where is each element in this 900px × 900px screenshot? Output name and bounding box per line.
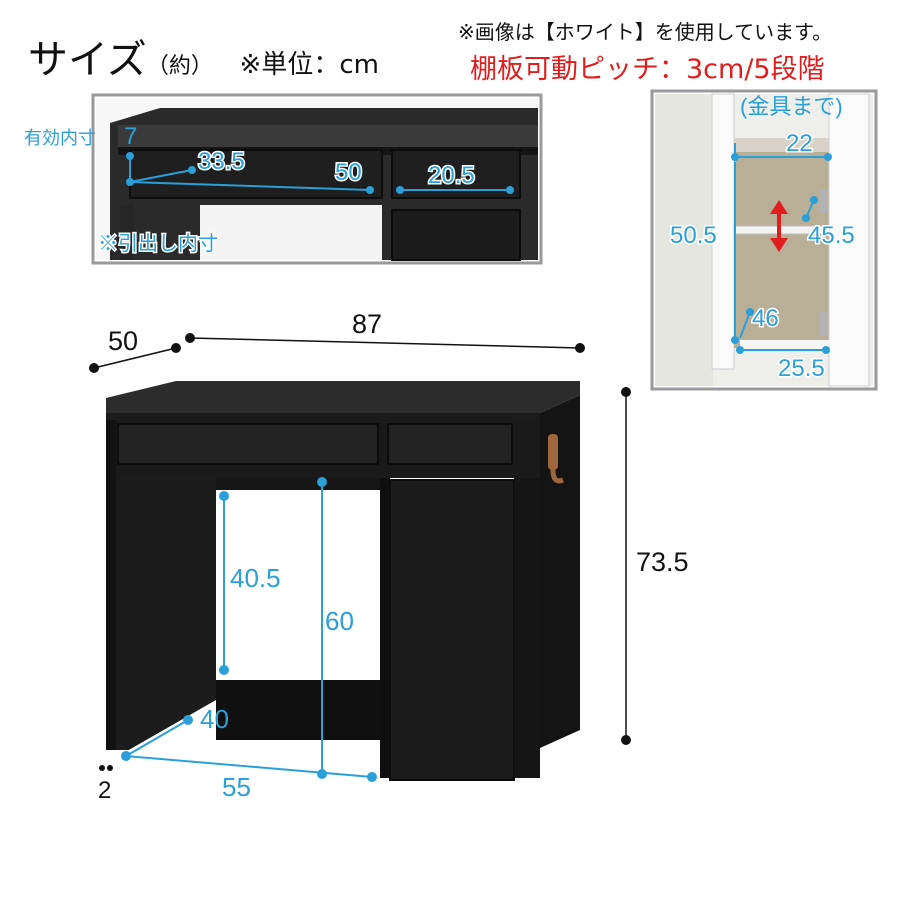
knee-dot — [219, 665, 229, 675]
height-dot — [621, 735, 631, 745]
knee-dot — [183, 715, 193, 725]
cabinet-left-panel — [655, 94, 713, 386]
cabinet-dot — [802, 214, 810, 222]
inset-door — [391, 209, 521, 261]
baseboard-dot — [107, 765, 113, 771]
knee-dot — [317, 769, 327, 779]
knee-depth-value: 40 — [200, 704, 229, 734]
cabinet-inset — [650, 89, 878, 391]
cabinet-bottom-depth: 46 — [752, 305, 779, 332]
cabinet-label: (金具まで) — [740, 94, 843, 119]
cabinet-top-width: 22 — [786, 130, 813, 157]
cabinet-depth-line — [739, 311, 751, 339]
inset-left-leg — [120, 205, 134, 260]
height-dot — [621, 387, 631, 397]
cabinet-dot — [746, 308, 754, 316]
main-dimensions — [89, 333, 631, 771]
cabinet-dot — [736, 346, 744, 354]
cabinet-hinge — [820, 312, 828, 336]
cabinet-hinge — [820, 190, 828, 214]
knee-dot — [317, 477, 327, 487]
width-value: 87 — [352, 309, 382, 339]
inset-inner-label: 有効内寸 — [24, 128, 96, 148]
title-main: サイズ — [28, 37, 147, 83]
knee-width-value: 55 — [222, 772, 251, 802]
desk-drawer-left — [117, 423, 379, 465]
baseboard-value: 2 — [98, 777, 111, 804]
desk-top — [106, 381, 580, 413]
inset-desk-top — [118, 125, 538, 147]
drawer-inset — [91, 93, 543, 265]
inset-dot — [126, 152, 134, 160]
bag-hook — [548, 434, 558, 470]
knee-dot — [367, 772, 377, 782]
depth-dot — [171, 343, 181, 353]
cabinet-divider — [380, 478, 390, 778]
cabinet-door — [389, 479, 515, 781]
cabinet-bottom-width: 25.5 — [778, 355, 825, 382]
unit-label: ※単位：cm — [239, 50, 379, 80]
cabinet-dot — [810, 196, 818, 204]
main-desk — [106, 381, 580, 781]
title-suffix: （約） — [146, 54, 213, 79]
inset-width-right-value: 20.5 — [428, 162, 475, 189]
knee-total-value: 60 — [325, 606, 354, 636]
knee-depth-line — [125, 719, 189, 757]
depth-value: 50 — [108, 326, 138, 356]
shelf-pitch-note: 棚板可動ピッチ：3cm/5段階 — [470, 54, 825, 85]
size-title: サイズ（約） ※単位：cm — [28, 40, 379, 80]
knee-back-panel — [216, 680, 380, 740]
inset-depth-line — [129, 169, 193, 183]
pitch-arrow-up — [770, 200, 788, 214]
inset-dot — [506, 186, 514, 194]
depth-dot — [89, 363, 99, 373]
cabinet-inner-height: 50.5 — [670, 222, 717, 249]
width-line — [189, 337, 581, 349]
desk-right-side — [540, 395, 580, 748]
knee-dot — [219, 491, 229, 501]
cabinet-dot — [824, 153, 832, 161]
image-note: ※画像は【ホワイト】を使用しています。 — [458, 20, 833, 44]
baseboard-dot — [99, 765, 105, 771]
inset-width-value: 50 — [335, 159, 362, 186]
inset-dot — [396, 186, 404, 194]
cabinet-top-shadow — [734, 138, 829, 152]
cabinet-bottom — [740, 340, 830, 350]
knee-height-value: 40.5 — [230, 563, 281, 593]
knee-opening — [216, 490, 380, 680]
bag-hook-curve — [550, 469, 564, 484]
cabinet-dot — [822, 346, 830, 354]
desk-top-edge — [106, 413, 568, 421]
inset-height-value: 7 — [124, 123, 137, 150]
depth-line — [93, 347, 177, 369]
knee-top-rail — [216, 478, 380, 490]
knee-width-line — [125, 755, 373, 778]
cabinet-dot — [731, 336, 739, 344]
width-dot — [575, 343, 585, 353]
height-value: 73.5 — [636, 547, 689, 577]
inset-footnote: ※引出し内寸 — [98, 232, 218, 255]
inset-width-line — [129, 181, 371, 191]
cabinet-shelf-gap: 45.5 — [808, 222, 855, 249]
width-dot — [185, 333, 195, 343]
pitch-arrow-down — [770, 238, 788, 252]
cabinet-right-panel — [514, 478, 540, 778]
inset-knee-opening — [200, 205, 382, 260]
desk-left-edge — [106, 420, 116, 750]
inset-dot — [366, 186, 374, 194]
cabinet-door-edge — [828, 93, 870, 387]
inset-depth-value: 33.5 — [198, 148, 245, 175]
knee-dimensions — [121, 477, 377, 782]
knee-dot — [121, 751, 131, 761]
desk-drawer-right — [387, 423, 513, 465]
inset-dot — [188, 166, 196, 174]
